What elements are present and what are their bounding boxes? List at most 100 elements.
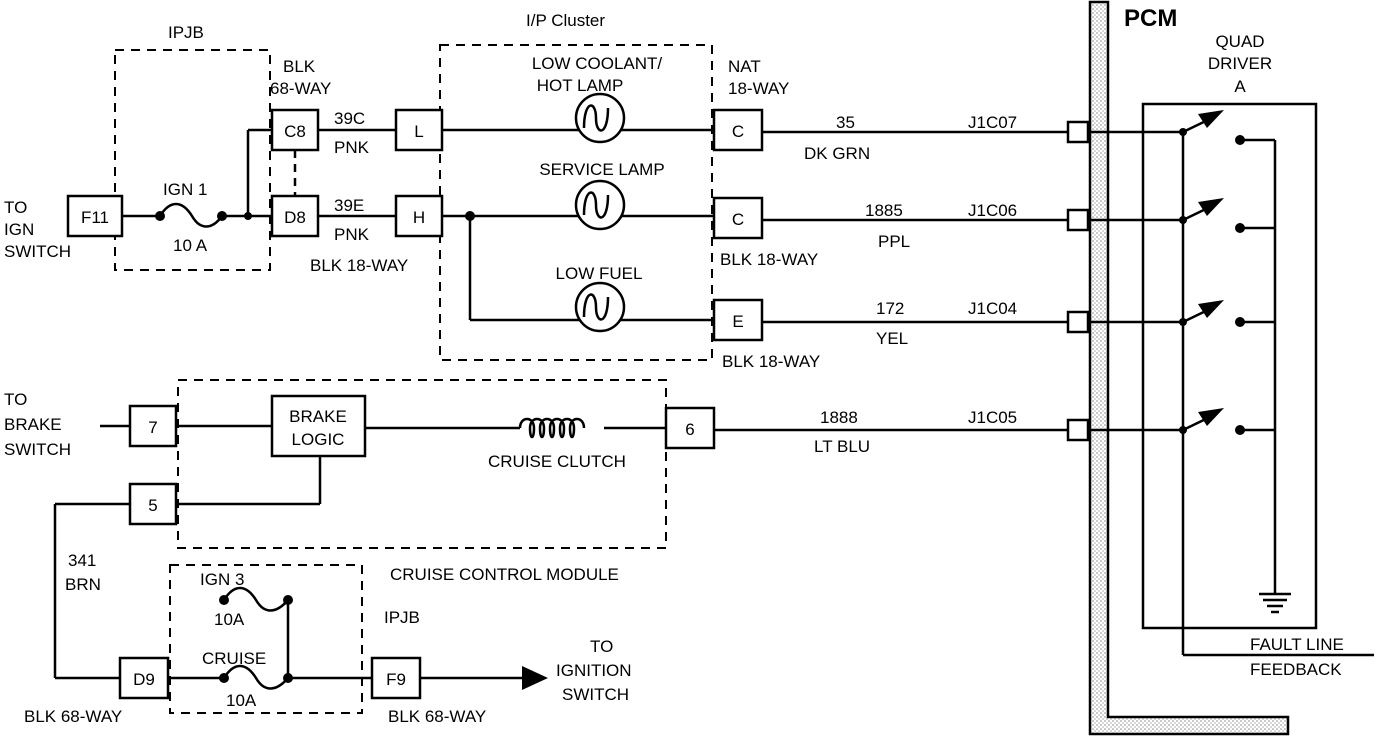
brake-switch-label: SWITCH	[4, 440, 71, 459]
fuse-ign3-icon	[222, 586, 289, 612]
ignition-switch-label: IGNITION	[556, 661, 632, 680]
lamp-bulb-icon	[574, 281, 626, 333]
lamp-low-coolant-label: HOT LAMP	[537, 76, 624, 95]
quad-driver-label: DRIVER	[1208, 54, 1272, 73]
wire-35-num: 35	[836, 113, 855, 132]
connector-c-1-label: C	[732, 122, 744, 141]
wire-1888-color: LT BLU	[814, 437, 870, 456]
lamp-low-fuel-label: LOW FUEL	[556, 264, 643, 283]
connector-h	[394, 194, 444, 238]
wire-172-color: YEL	[876, 329, 908, 348]
pin-5-label: 5	[148, 496, 157, 515]
quad-driver-label: QUAD	[1215, 32, 1264, 51]
brake-switch-label: TO	[4, 390, 27, 409]
pcm-housing	[1088, 0, 1290, 736]
driver-switch-3	[1066, 300, 1275, 334]
connector-e-label: E	[732, 312, 743, 331]
nat-18-way-label: NAT	[728, 57, 761, 76]
connector-d8-label: D8	[284, 208, 306, 227]
fuse-ign1-rating: 10 A	[173, 236, 208, 255]
wire-1885-num: 1885	[865, 201, 903, 220]
blk-68-label: BLK	[283, 57, 316, 76]
pin-6	[664, 406, 716, 450]
connector-d9-label: D9	[133, 670, 155, 689]
wire-39e-color: PNK	[334, 225, 370, 244]
fuse-ign3-name: IGN 3	[200, 570, 244, 589]
fault-line-label: FAULT LINE	[1250, 635, 1344, 654]
connector-h-label: H	[413, 208, 425, 227]
connector-e	[712, 298, 764, 342]
driver-switch-1	[1066, 110, 1275, 145]
wire-39e-num: 39E	[334, 196, 364, 215]
ipjb-top-title: IPJB	[168, 23, 204, 42]
wire-172-pin: J1C04	[968, 299, 1017, 318]
ipjb-bottom-boundary	[169, 564, 363, 714]
wire-39c-num: 39C	[334, 109, 365, 128]
nat-18-way-label: 18-WAY	[728, 79, 789, 98]
pcm-title: PCM	[1124, 5, 1177, 32]
lamp-service-label: SERVICE LAMP	[539, 160, 664, 179]
connector-f11-label: F11	[81, 208, 109, 227]
connector-l	[394, 108, 444, 152]
brake-switch-label: BRAKE	[4, 415, 62, 434]
fuse-cruise-icon	[222, 664, 289, 690]
fuse-cruise-rating: 10A	[226, 691, 257, 710]
wire-39c-color: PNK	[334, 138, 370, 157]
lamp-low-coolant-label: LOW COOLANT/	[532, 54, 663, 73]
connector-f9-label: F9	[386, 670, 406, 689]
quad-driver-box	[1141, 102, 1318, 630]
cruise-clutch-label: CRUISE CLUTCH	[488, 452, 626, 471]
arrow-right-icon	[522, 666, 548, 690]
wire-1885-color: PPL	[878, 232, 910, 251]
wire-1888-pin: J1C05	[968, 408, 1017, 427]
fuse-ign3-rating: 10A	[214, 610, 245, 629]
ignition-switch-label: SWITCH	[562, 685, 629, 704]
ign-switch-label: SWITCH	[4, 242, 71, 261]
blk-18-way-label: BLK 18-WAY	[720, 250, 818, 269]
driver-switch-2	[1066, 198, 1275, 233]
wire-172-num: 172	[876, 299, 904, 318]
wire-1885-pin: J1C06	[968, 201, 1017, 220]
wire-341-color: BRN	[65, 575, 101, 594]
ign-switch-label: TO	[4, 198, 27, 217]
brake-logic-box	[270, 394, 367, 458]
blk-18-way-label: BLK 18-WAY	[310, 256, 408, 275]
cruise-module-title: CRUISE CONTROL MODULE	[390, 565, 619, 584]
lamp-bulb-icon	[574, 179, 626, 231]
connector-f11	[66, 194, 124, 238]
quad-driver-label: A	[1234, 77, 1246, 96]
lamp-bulb-icon	[574, 92, 626, 144]
fault-line-label: FEEDBACK	[1250, 660, 1342, 679]
connector-l-label: L	[414, 122, 423, 141]
wire-1888-num: 1888	[820, 408, 858, 427]
pin-7-label: 7	[148, 418, 157, 437]
driver-switch-4	[1066, 408, 1275, 442]
blk-68-way-label: BLK 68-WAY	[388, 707, 486, 726]
wire-35-pin: J1C07	[968, 113, 1017, 132]
pin-6-label: 6	[685, 420, 694, 439]
connector-c-2	[712, 196, 764, 240]
ipjb-bottom-title: IPJB	[384, 608, 420, 627]
ignition-switch-label: TO	[590, 637, 613, 656]
blk-68-label: 68-WAY	[270, 79, 331, 98]
wire-341-num: 341	[68, 551, 96, 570]
blk-68-way-label: BLK 68-WAY	[24, 707, 122, 726]
wire-35-color: DK GRN	[804, 144, 870, 163]
fuse-ign1-icon	[158, 202, 224, 228]
fuse-ign1-name: IGN 1	[163, 180, 207, 199]
ground-icon	[1259, 580, 1291, 614]
ip-cluster-title: I/P Cluster	[526, 11, 605, 30]
cruise-module-boundary	[177, 379, 667, 549]
ipjb-top-boundary	[114, 49, 271, 271]
blk-18-way-label: BLK 18-WAY	[722, 352, 820, 371]
brake-logic-label: LOGIC	[292, 430, 345, 449]
connector-c8-label: C8	[284, 122, 306, 141]
connector-c-2-label: C	[732, 210, 744, 229]
connector-c8	[270, 108, 320, 152]
brake-logic-label: BRAKE	[289, 407, 347, 426]
fuse-cruise-name: CRUISE	[202, 649, 266, 668]
connector-c-1	[712, 108, 764, 152]
cruise-clutch-coil-icon	[518, 417, 586, 439]
connector-d9	[118, 656, 170, 700]
